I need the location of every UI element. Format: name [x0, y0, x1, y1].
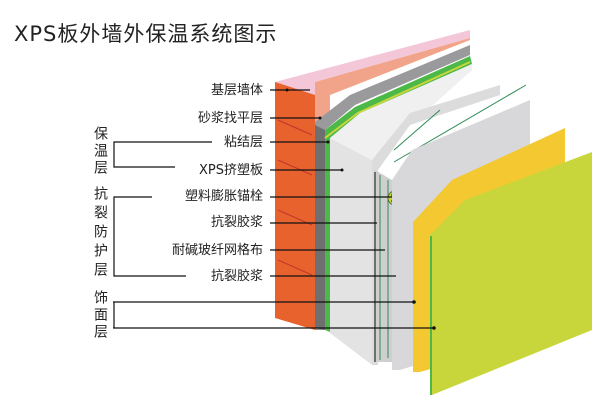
label-xps-board: XPS挤塑板 — [199, 163, 263, 178]
leveling-mortar-block — [315, 45, 470, 330]
finish-sheet — [430, 152, 592, 395]
xps-top — [330, 64, 472, 160]
group-brackets — [113, 141, 212, 328]
anti-crack-group-bracket — [113, 196, 186, 277]
group-label-finish: 饰面层 — [92, 290, 108, 341]
base-wall-top-pink — [275, 30, 470, 95]
base-wall-block — [275, 30, 470, 330]
label-leveling-mortar: 砂浆找平层 — [198, 111, 263, 126]
insulation-group-bracket — [113, 141, 212, 168]
group-label-anti-crack-protection: 抗裂防护层 — [92, 186, 108, 281]
adhesive-layer-block — [324, 56, 472, 332]
label-plastic-anchor: 塑料膨胀锚栓 — [185, 189, 263, 204]
xps-face — [330, 138, 372, 365]
label-base-wall: 基层墙体 — [211, 83, 263, 98]
label-alkali-resistant-mesh: 耐碱玻纤网格布 — [172, 242, 263, 258]
label-adhesive-layer: 粘结层 — [224, 135, 263, 150]
label-anti-crack-mortar-2: 抗裂胶浆 — [211, 268, 263, 284]
diagram-title: XPS板外墙外保温系统图示 — [14, 22, 278, 46]
label-anti-crack-mortar-1: 抗裂胶浆 — [211, 214, 263, 230]
xps-board-block — [330, 64, 472, 365]
group-label-insulation: 保温层 — [92, 126, 108, 177]
layer-labels: 基层墙体 砂浆找平层 粘结层 XPS挤塑板 塑料膨胀锚栓 抗裂胶浆 耐碱玻纤网格… — [113, 83, 436, 330]
anti-crack-mortar-block — [372, 84, 527, 365]
base-wall-top-salmon — [315, 38, 470, 95]
base-wall-face — [275, 82, 315, 330]
